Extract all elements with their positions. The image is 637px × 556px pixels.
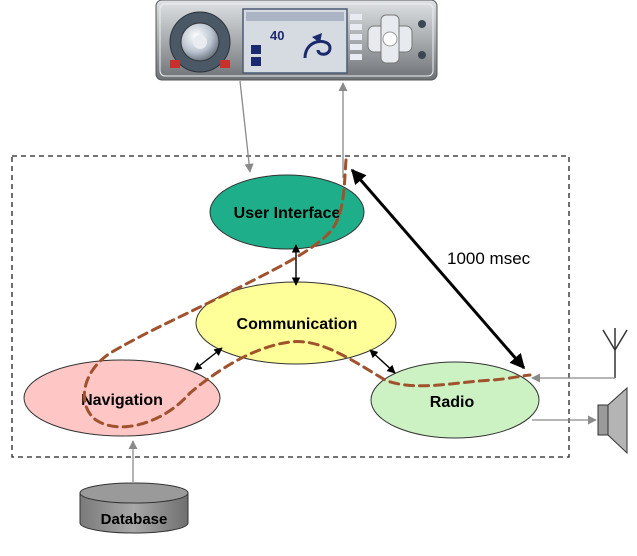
node-radio: Radio — [370, 361, 540, 439]
node-communication-label: Communication — [237, 316, 358, 333]
communication-radio-arrow — [369, 349, 396, 374]
antenna-icon — [602, 328, 628, 378]
node-navigation-label: Navigation — [81, 392, 163, 409]
timing-arrow — [350, 168, 526, 370]
node-navigation: Navigation — [23, 359, 221, 437]
device-to-ui-arrow — [239, 80, 254, 173]
database-label: Database — [101, 511, 168, 528]
timing-label: 1000 msec — [447, 249, 531, 268]
latency-path — [82, 158, 532, 429]
device-screen-value: 40 — [270, 28, 284, 43]
speaker-icon — [597, 386, 628, 455]
node-radio-label: Radio — [430, 394, 475, 411]
node-user-interface: User Interface — [209, 174, 365, 250]
database-cylinder-icon: Database — [79, 482, 189, 534]
system-boundary — [11, 155, 570, 458]
communication-navigation-arrow — [193, 347, 223, 371]
car-stereo-device-icon: 40 — [155, 0, 438, 81]
node-user-interface-label: User Interface — [234, 205, 341, 222]
